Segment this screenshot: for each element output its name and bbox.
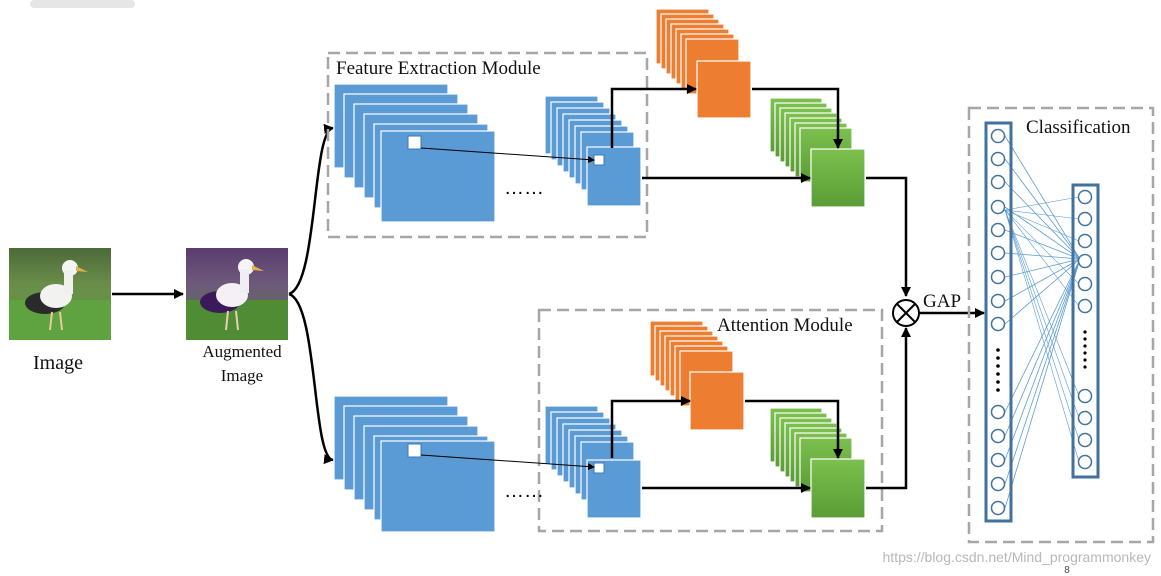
orange-maps-bottom [649, 320, 745, 431]
fc-line [1004, 209, 1080, 419]
fc-line [1004, 258, 1081, 302]
small-patch-bottom [593, 462, 605, 474]
neuron [990, 269, 1006, 285]
neuron [1077, 233, 1093, 249]
neuron [1077, 189, 1093, 205]
fc-line [1004, 258, 1081, 278]
page-number: 8 [1064, 565, 1070, 576]
multiply-icon [892, 299, 920, 327]
neuron [990, 500, 1006, 516]
neuron [1077, 388, 1093, 404]
bottom-to-gap-arrow [866, 327, 911, 490]
output-neuron-column [1071, 183, 1100, 479]
neuron [1077, 276, 1093, 292]
split-arrow-top [288, 123, 334, 296]
fc-line [1004, 196, 1080, 211]
receptive-patch-bottom [407, 443, 422, 458]
green-maps-top [769, 97, 866, 208]
augmented-label-line1: Augmented [202, 342, 282, 361]
neuron [990, 316, 1006, 332]
watermark: https://blog.csdn.net/Mind_programmonkey [883, 549, 1151, 565]
fc-line [1004, 209, 1080, 463]
patch-arrow-bottom [420, 454, 595, 471]
fc-line [1004, 209, 1080, 285]
output-neuron-ellipsis [1083, 330, 1087, 369]
attention-module-box [537, 308, 884, 533]
gap-label: GAP [923, 291, 961, 312]
fc-line [1004, 258, 1081, 437]
neuron [1077, 432, 1093, 448]
to-orange-arrow-top [610, 84, 697, 148]
small-patch-top [593, 154, 605, 166]
neuron [990, 404, 1006, 420]
feature-maps-large-bottom [333, 395, 496, 533]
to-orange-arrow-bottom [610, 396, 691, 458]
neuron [1077, 410, 1093, 426]
neuron [990, 199, 1006, 215]
augmented-image [186, 248, 288, 340]
fc-line [1004, 258, 1081, 461]
top-to-gap-arrow [866, 176, 911, 297]
feature-maps-small-bottom [544, 405, 642, 519]
fc-line [1004, 258, 1081, 413]
dots-bottom: …… [504, 480, 544, 502]
receptive-patch-top [407, 135, 422, 150]
fc-line [1004, 135, 1081, 260]
neuron [990, 128, 1006, 144]
fc-line [1004, 206, 1081, 260]
fc-line [1004, 209, 1080, 307]
neuron [1077, 253, 1093, 269]
orange-to-green-arrow-top [752, 87, 843, 149]
feature-maps-small-top [544, 95, 642, 207]
dots-top: …… [504, 177, 544, 199]
neuron [990, 174, 1006, 190]
image-label: Image [33, 352, 83, 374]
neuron [990, 476, 1006, 492]
split-arrow-bottom [288, 292, 334, 465]
fc-line [1004, 209, 1080, 397]
orange-to-green-arrow-bottom [745, 399, 843, 459]
neuron [990, 452, 1006, 468]
fc-line [1004, 181, 1081, 260]
neuron [990, 428, 1006, 444]
neuron [990, 293, 1006, 309]
input-image [9, 248, 111, 340]
input-neurons [990, 128, 1006, 516]
classification-module-box [967, 106, 1155, 544]
fc-line [1004, 209, 1080, 220]
feature-extraction-module-title: Feature Extraction Module [336, 58, 541, 79]
neuron [990, 151, 1006, 167]
fc-line [1004, 229, 1081, 260]
input-neuron-column [984, 121, 1013, 523]
fc-line [1004, 158, 1081, 260]
input-neuron-ellipsis [996, 348, 1000, 392]
patch-arrow-top [420, 147, 595, 164]
fc-line [1004, 209, 1080, 242]
fc-line [1004, 258, 1081, 485]
neuron [1077, 454, 1093, 470]
neuron [990, 222, 1006, 238]
fc-connections [1004, 135, 1081, 509]
fc-line [1004, 252, 1081, 260]
fc-line [1004, 258, 1081, 325]
feature-maps-large-top [333, 83, 496, 223]
fc-line [1004, 209, 1080, 441]
orange-maps-top [655, 8, 752, 119]
neuron [1077, 211, 1093, 227]
classification-title: Classification [1026, 117, 1131, 138]
green-maps-bottom [769, 407, 866, 519]
attention-module-title: Attention Module [717, 315, 853, 336]
neuron [1077, 298, 1093, 314]
top-shadow [30, 0, 135, 8]
output-neurons [1077, 189, 1093, 470]
fc-line [1004, 258, 1081, 509]
neuron [990, 245, 1006, 261]
augmented-label-line2: Image [221, 366, 263, 385]
